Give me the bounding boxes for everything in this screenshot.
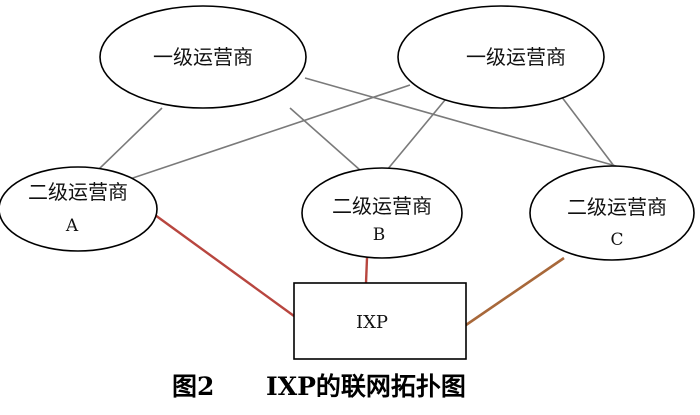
node-tier2-b: 二级运营商 B (301, 167, 463, 259)
link-tier1-right-to-a (102, 84, 411, 189)
node-tier1-right: 一级运营商 (397, 5, 605, 109)
link-tier1-right-to-b (386, 99, 446, 171)
figure-title: IXP的联网拓扑图 (266, 372, 466, 401)
node-ixp-shape (293, 282, 467, 360)
node-tier1-left-label: 一级运营商 (153, 45, 253, 69)
node-tier2-a: 二级运营商 A (0, 166, 158, 252)
node-tier2-a-shape (0, 166, 158, 252)
node-tier2-b-sublabel: B (373, 225, 386, 245)
ixp-links (154, 214, 565, 327)
node-tier2-b-shape (301, 167, 463, 259)
node-tier2-b-label: 二级运营商 (332, 194, 432, 218)
link-tier1-right-to-c (557, 91, 618, 171)
node-tier2-c: 二级运营商 C (529, 165, 695, 261)
figure-caption: 图2 IXP的联网拓扑图 (172, 372, 466, 401)
link-tier1-left-to-a (97, 107, 163, 171)
link-c-to-ixp (465, 256, 565, 327)
node-ixp: IXP (293, 282, 467, 360)
node-tier1-right-label: 一级运营商 (466, 45, 566, 69)
node-tier1-left-shape (99, 5, 307, 109)
node-ixp-label: IXP (356, 312, 388, 333)
tier1-links (97, 77, 638, 189)
link-a-to-ixp (154, 214, 295, 317)
node-tier2-c-sublabel: C (610, 230, 623, 250)
node-tier1-left: 一级运营商 (99, 5, 307, 109)
node-tier2-a-label: 二级运营商 (28, 180, 128, 204)
node-tier2-a-sublabel: A (65, 216, 79, 236)
link-tier1-left-to-c (304, 77, 638, 173)
node-tier1-right-shape (397, 5, 605, 109)
node-tier2-c-label: 二级运营商 (567, 195, 667, 219)
link-b-to-ixp (364, 257, 369, 284)
node-tier2-c-shape (529, 165, 695, 261)
figure-number: 图2 (172, 372, 214, 401)
link-tier1-left-to-b (289, 107, 361, 171)
